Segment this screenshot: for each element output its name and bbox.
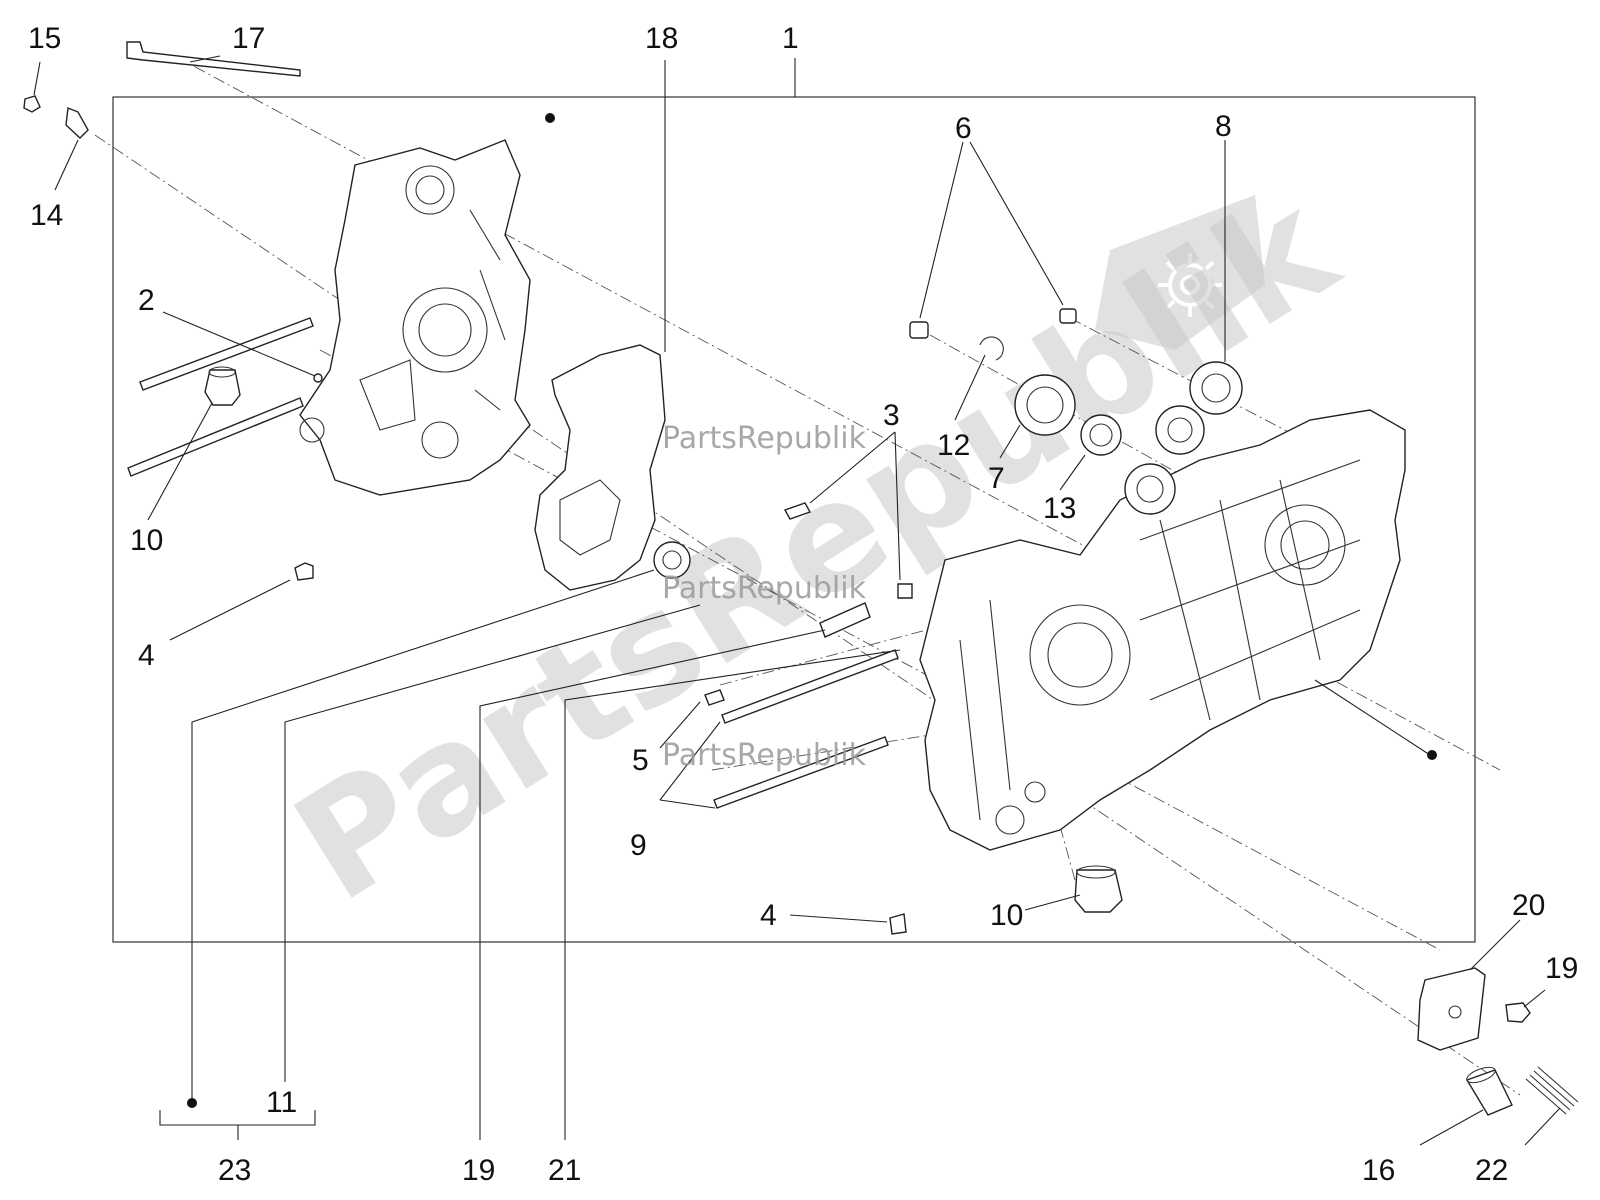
bearings [979,336,1243,515]
callout-label: 18 [645,22,678,55]
callout-label: 14 [30,199,63,232]
callout-label: 2 [138,284,155,317]
callout-label: 13 [1043,492,1076,525]
bushing-bottom [1074,865,1123,913]
callout-label: 10 [990,899,1023,932]
bottom-right-parts [1417,967,1579,1116]
callout-label: 21 [548,1154,581,1187]
watermark-small-text: PartsRepublik [662,571,867,606]
callout-label: 8 [1215,110,1232,143]
callout-label: 9 [630,829,647,862]
assembly-frame [112,96,1476,943]
callout-labels: 1 2 3 4 4 5 6 7 8 9 10 10 11 12 13 14 15… [28,22,1578,1187]
set-marker-dot [545,113,555,123]
callout-label: 11 [266,1086,297,1119]
set-marker-dot [1427,750,1437,760]
watermark-small-text: PartsRepublik [662,738,867,773]
callout-label: 4 [760,899,777,932]
callout-label: 15 [28,22,61,55]
callout-label: 12 [937,429,970,462]
gear-icon [1158,253,1222,317]
callout-label: 19 [1545,952,1578,985]
callout-label: 1 [782,22,799,55]
callout-label: 23 [218,1154,251,1187]
gasket [534,344,666,591]
watermark-small-text: PartsRepublik [662,421,867,456]
callout-label: 19 [462,1154,495,1187]
oil-seal [653,541,691,579]
watermark-small-group: PartsRepublik PartsRepublik PartsRepubli… [662,421,867,773]
studs-left [127,317,323,581]
crankcase-half-right [919,409,1406,851]
watermark-logo [1095,195,1265,350]
callout-label: 22 [1475,1154,1508,1187]
studs-right [713,649,899,809]
dowels-and-pins [704,308,1077,935]
top-left-fasteners [23,41,301,139]
callout-label: 20 [1512,889,1545,922]
callout-label: 17 [232,22,265,55]
leader-lines [33,55,1561,1146]
callout-label: 16 [1362,1154,1395,1187]
callout-label: 5 [632,744,649,777]
callout-label: 6 [955,112,972,145]
callout-label: 10 [130,524,163,557]
callout-label: 7 [988,462,1005,495]
set-marker-dot [187,1098,197,1108]
callout-label: 4 [138,639,155,672]
callout-label: 3 [883,399,900,432]
crankcase-half-left [299,139,531,496]
